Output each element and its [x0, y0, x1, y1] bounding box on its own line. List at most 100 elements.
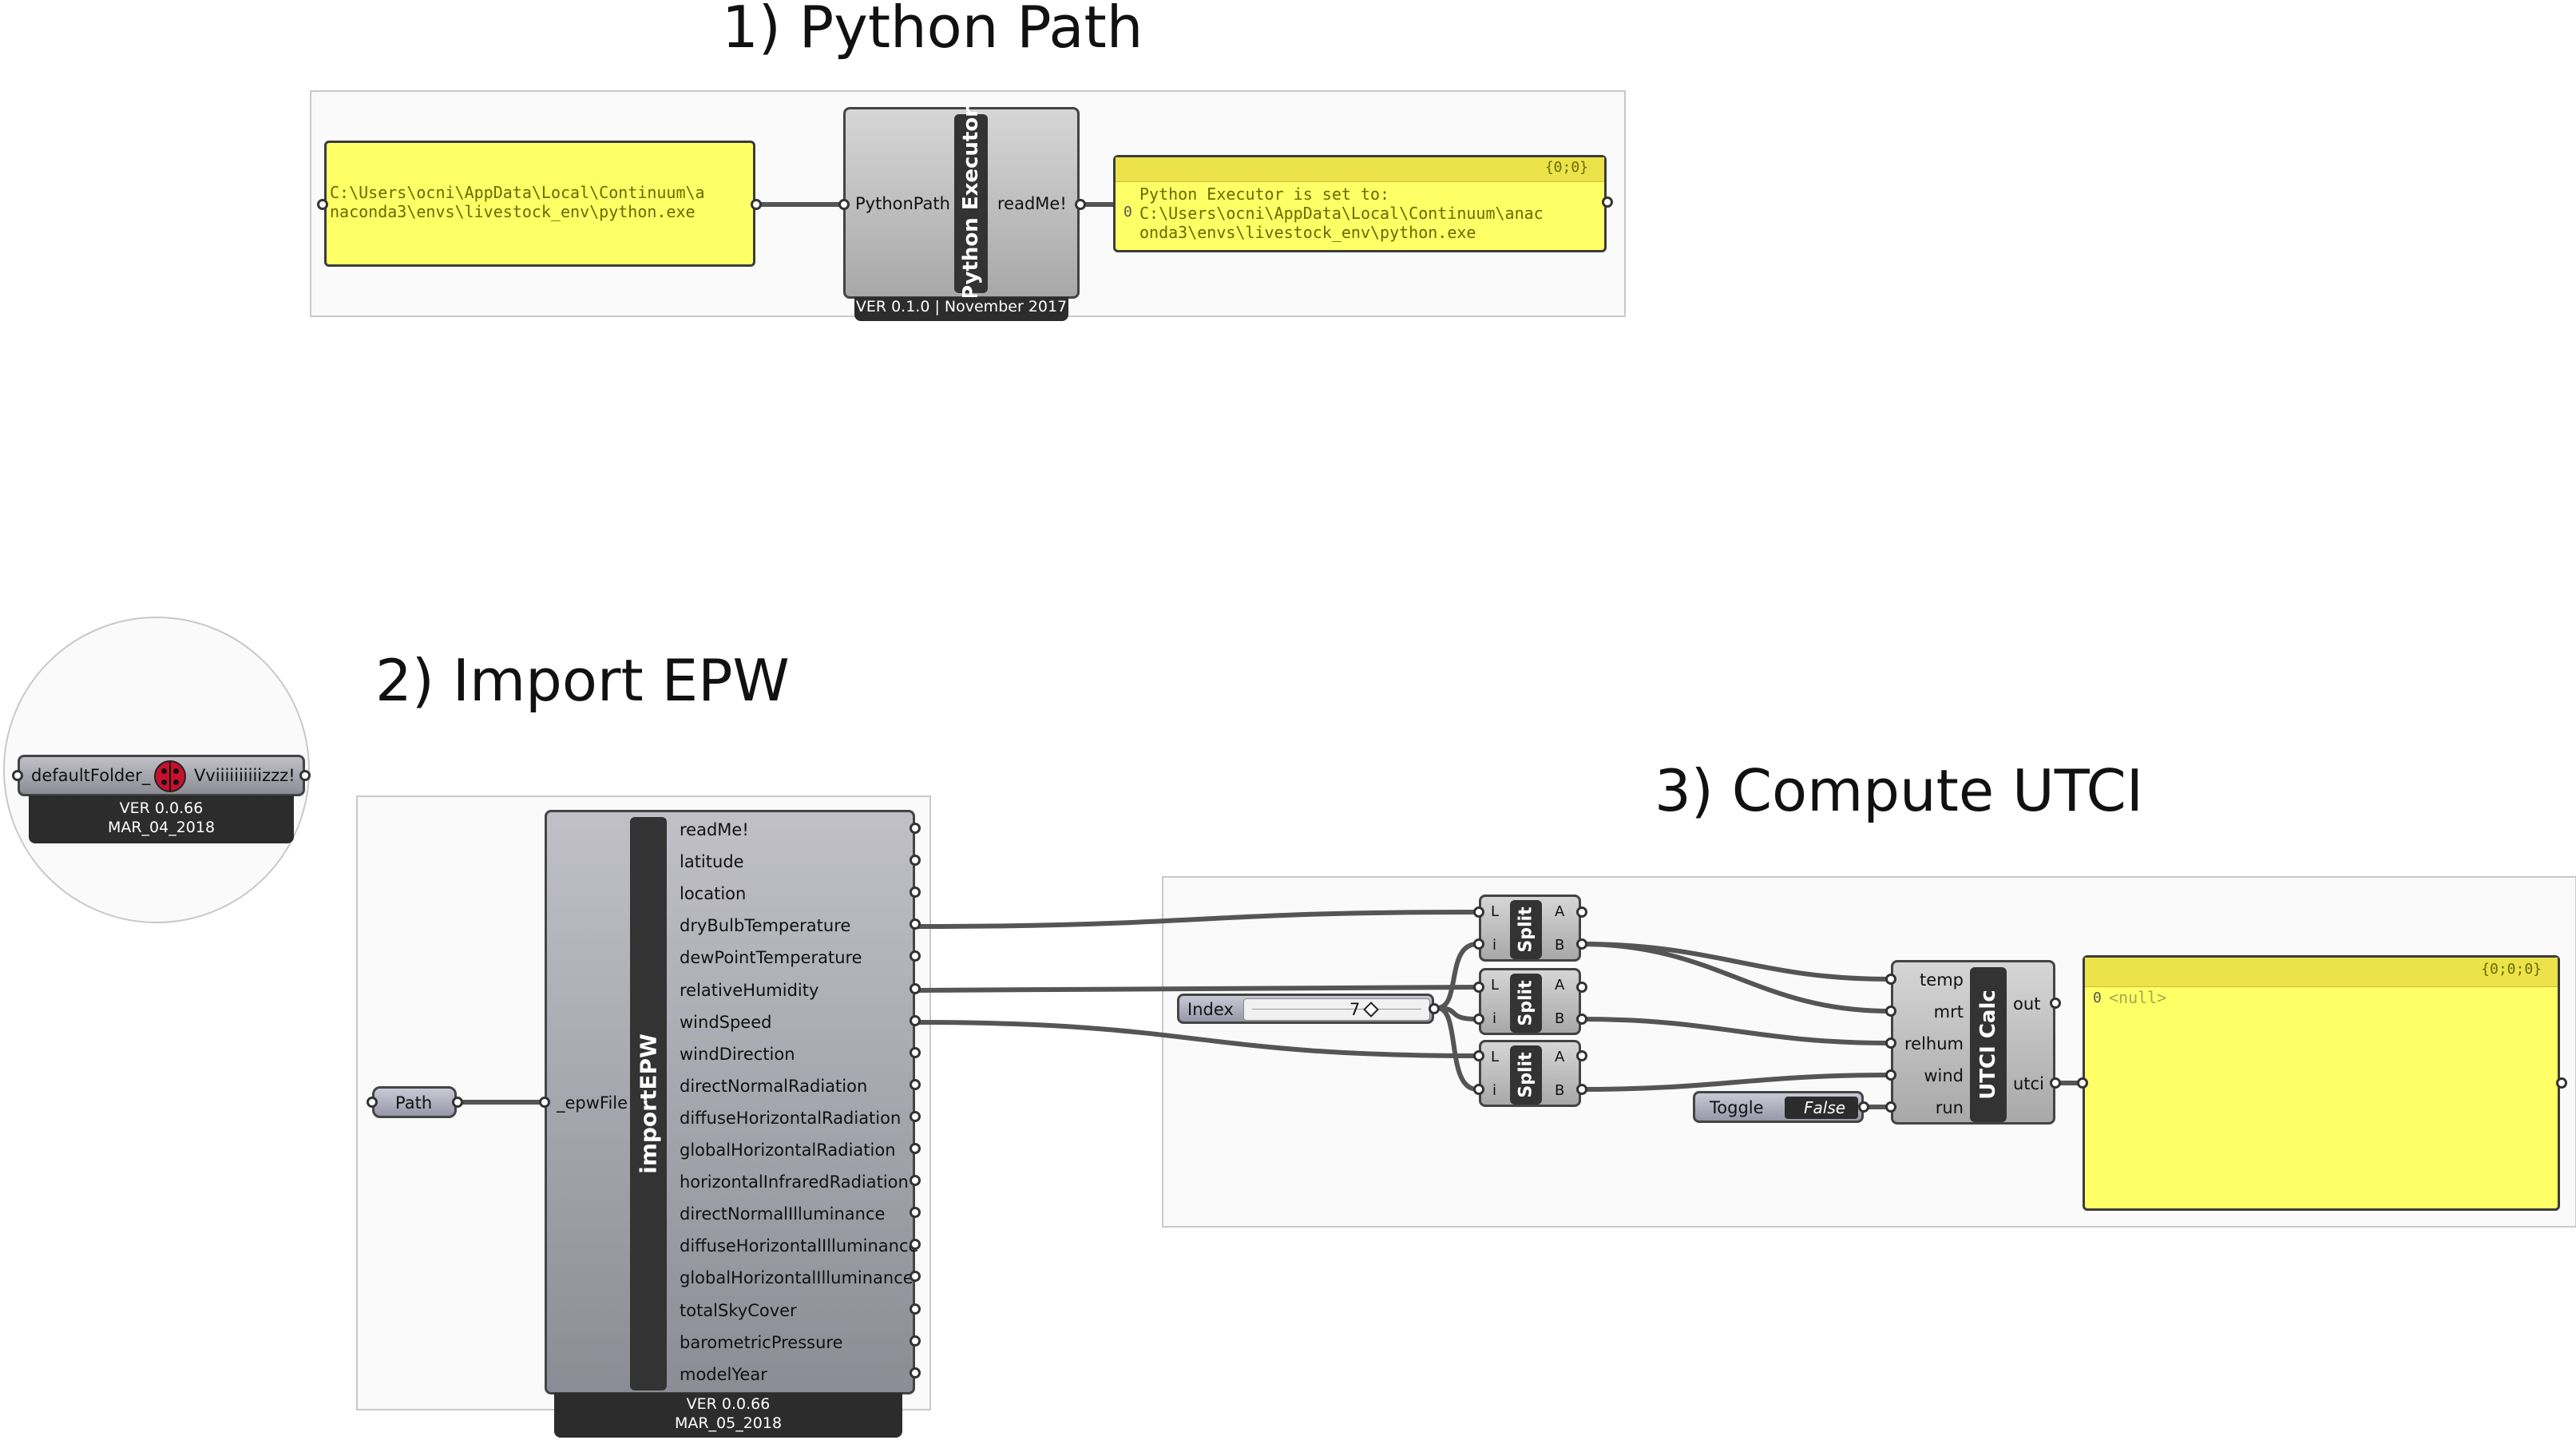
split-2-output-b-grip[interactable]	[1576, 1014, 1587, 1025]
import-epw-name: importEPW	[635, 1033, 662, 1174]
toggle-label: Toggle	[1710, 1098, 1764, 1117]
split-3-output-a-grip[interactable]	[1576, 1050, 1587, 1061]
default-folder-version-bar: VER 0.0.66 MAR_04_2018	[29, 795, 294, 843]
default-folder-version: VER 0.0.66	[119, 799, 204, 817]
index-slider-value: 7	[1349, 1000, 1361, 1019]
split-3-output-b: B	[1555, 1082, 1565, 1099]
split-3-input-l-grip[interactable]	[1473, 1050, 1484, 1061]
utci-calc-input-temp-grip[interactable]	[1885, 974, 1896, 985]
split-component-1[interactable]: L i Split A B	[1479, 895, 1581, 962]
import-epw-output-grip[interactable]	[910, 1046, 921, 1058]
split-component-3[interactable]: L i Split A B	[1479, 1040, 1581, 1107]
python-executor-output-label: readMe!	[997, 194, 1067, 213]
import-epw-output-grip[interactable]	[910, 1078, 921, 1090]
python-executor-input-grip[interactable]	[838, 199, 850, 210]
python-executor-version: VER 0.1.0 | November 2017	[854, 297, 1068, 321]
import-epw-output-label: globalHorizontalIlluminance	[680, 1268, 913, 1288]
import-epw-output-grip[interactable]	[910, 1271, 921, 1283]
import-epw-output-label: windSpeed	[680, 1012, 772, 1032]
split-1-output-a-grip[interactable]	[1576, 906, 1587, 918]
import-epw-output-label: dewPointTemperature	[680, 948, 862, 968]
split-1-name-strip: Split	[1510, 900, 1542, 959]
split-2-input-i-grip[interactable]	[1473, 1014, 1484, 1025]
split-1-input-l-grip[interactable]	[1473, 906, 1484, 918]
import-epw-output-grip[interactable]	[910, 1239, 921, 1251]
utci-calc-input-relhum-grip[interactable]	[1885, 1037, 1896, 1049]
path-param-input-grip[interactable]	[367, 1097, 378, 1108]
utci-panel-path: {0;0;0}	[2481, 961, 2542, 978]
import-epw-output-grip[interactable]	[910, 1335, 921, 1347]
import-epw-output-grip[interactable]	[910, 1014, 921, 1026]
import-epw-output-grip[interactable]	[910, 887, 921, 899]
import-epw-output-label: directNormalIlluminance	[680, 1204, 886, 1224]
index-slider-label: Index	[1187, 1000, 1234, 1019]
toggle-value-box[interactable]: False	[1785, 1097, 1858, 1119]
split-1-name: Split	[1516, 906, 1536, 953]
split-2-output-a: A	[1555, 977, 1565, 994]
import-epw-input-grip[interactable]	[539, 1097, 550, 1108]
python-executor-component[interactable]: PythonPath readMe! Python Executor	[843, 107, 1080, 300]
utci-calc-input-mrt-grip[interactable]	[1885, 1006, 1896, 1017]
utci-calc-input-wind-grip[interactable]	[1885, 1069, 1896, 1081]
split-3-output-b-grip[interactable]	[1576, 1084, 1587, 1095]
import-epw-output-grip[interactable]	[910, 950, 921, 962]
path-param-output-grip[interactable]	[452, 1097, 463, 1108]
python-path-panel-input-grip[interactable]	[317, 199, 328, 210]
readme-panel[interactable]: {0;0} 0 Python Executor is set to: C:\Us…	[1113, 155, 1607, 252]
import-epw-output-grip[interactable]	[910, 823, 921, 834]
path-param-label: Path	[395, 1093, 433, 1113]
import-epw-output-grip[interactable]	[910, 1110, 921, 1122]
split-1-output-b-grip[interactable]	[1576, 938, 1587, 950]
split-2-name: Split	[1516, 980, 1536, 1026]
readme-panel-header	[1116, 157, 1604, 182]
import-epw-output-grip[interactable]	[910, 1143, 921, 1154]
utci-calc-input-run-grip[interactable]	[1885, 1101, 1896, 1113]
utci-calc-output-utci-grip[interactable]	[2050, 1077, 2061, 1089]
split-component-2[interactable]: L i Split A B	[1479, 968, 1581, 1035]
split-3-input-i-grip[interactable]	[1473, 1084, 1484, 1095]
readme-panel-output-grip[interactable]	[1602, 196, 1613, 208]
readme-panel-path: {0;0}	[1544, 159, 1588, 176]
index-slider-output-grip[interactable]	[1429, 1003, 1440, 1014]
import-epw-output-grip[interactable]	[910, 1175, 921, 1187]
utci-panel-text: <null>	[2109, 988, 2167, 1007]
split-3-name: Split	[1516, 1052, 1536, 1098]
import-epw-output-grip[interactable]	[910, 1207, 921, 1219]
index-slider-track[interactable]: 7	[1243, 998, 1430, 1021]
split-1-input-i-grip[interactable]	[1473, 938, 1484, 950]
python-path-panel[interactable]: C:\Users\ocni\AppData\Local\Continuum\a …	[324, 141, 755, 267]
index-slider[interactable]: Index 7	[1177, 994, 1434, 1024]
default-folder-output-grip[interactable]	[299, 770, 311, 781]
toggle-param[interactable]: Toggle False	[1693, 1091, 1864, 1123]
python-executor-output-grip[interactable]	[1075, 199, 1086, 210]
import-epw-output-grip[interactable]	[910, 1367, 921, 1379]
split-1-output-b: B	[1555, 937, 1565, 954]
path-param[interactable]: Path	[372, 1086, 457, 1118]
toggle-output-grip[interactable]	[1858, 1101, 1869, 1113]
utci-calc-input-label: wind	[1924, 1066, 1964, 1085]
import-epw-output-label: readMe!	[680, 820, 749, 839]
index-slider-handle-icon[interactable]	[1363, 1002, 1379, 1018]
import-epw-output-grip[interactable]	[910, 855, 921, 867]
utci-panel-input-grip[interactable]	[2077, 1077, 2088, 1089]
python-path-panel-output-grip[interactable]	[751, 199, 762, 210]
utci-calc-output-utci: utci	[2013, 1074, 2044, 1093]
split-2-output-b: B	[1555, 1010, 1565, 1027]
import-epw-output-grip[interactable]	[910, 1303, 921, 1315]
compute-utci-title: 3) Compute UTCI	[1655, 757, 2143, 824]
utci-calc-output-out-grip[interactable]	[2050, 998, 2061, 1009]
utci-panel[interactable]: {0;0;0} 0 <null>	[2083, 955, 2560, 1211]
python-executor-name-strip: Python Executor	[954, 107, 988, 300]
split-2-input-l-grip[interactable]	[1473, 982, 1484, 993]
utci-calc-output-out: out	[2013, 994, 2041, 1014]
utci-panel-output-grip[interactable]	[2556, 1077, 2567, 1089]
default-folder-component[interactable]: defaultFolder_ Vviiiiiiiiiizzz!	[18, 755, 305, 796]
split-2-output-a-grip[interactable]	[1576, 982, 1587, 993]
python-path-text: C:\Users\ocni\AppData\Local\Continuum\a …	[330, 183, 705, 221]
readme-panel-index: 0	[1124, 204, 1132, 220]
utci-calc-name-strip: UTCI Calc	[1970, 967, 2007, 1122]
import-epw-output-grip[interactable]	[910, 982, 921, 994]
default-folder-input-grip[interactable]	[12, 770, 23, 781]
